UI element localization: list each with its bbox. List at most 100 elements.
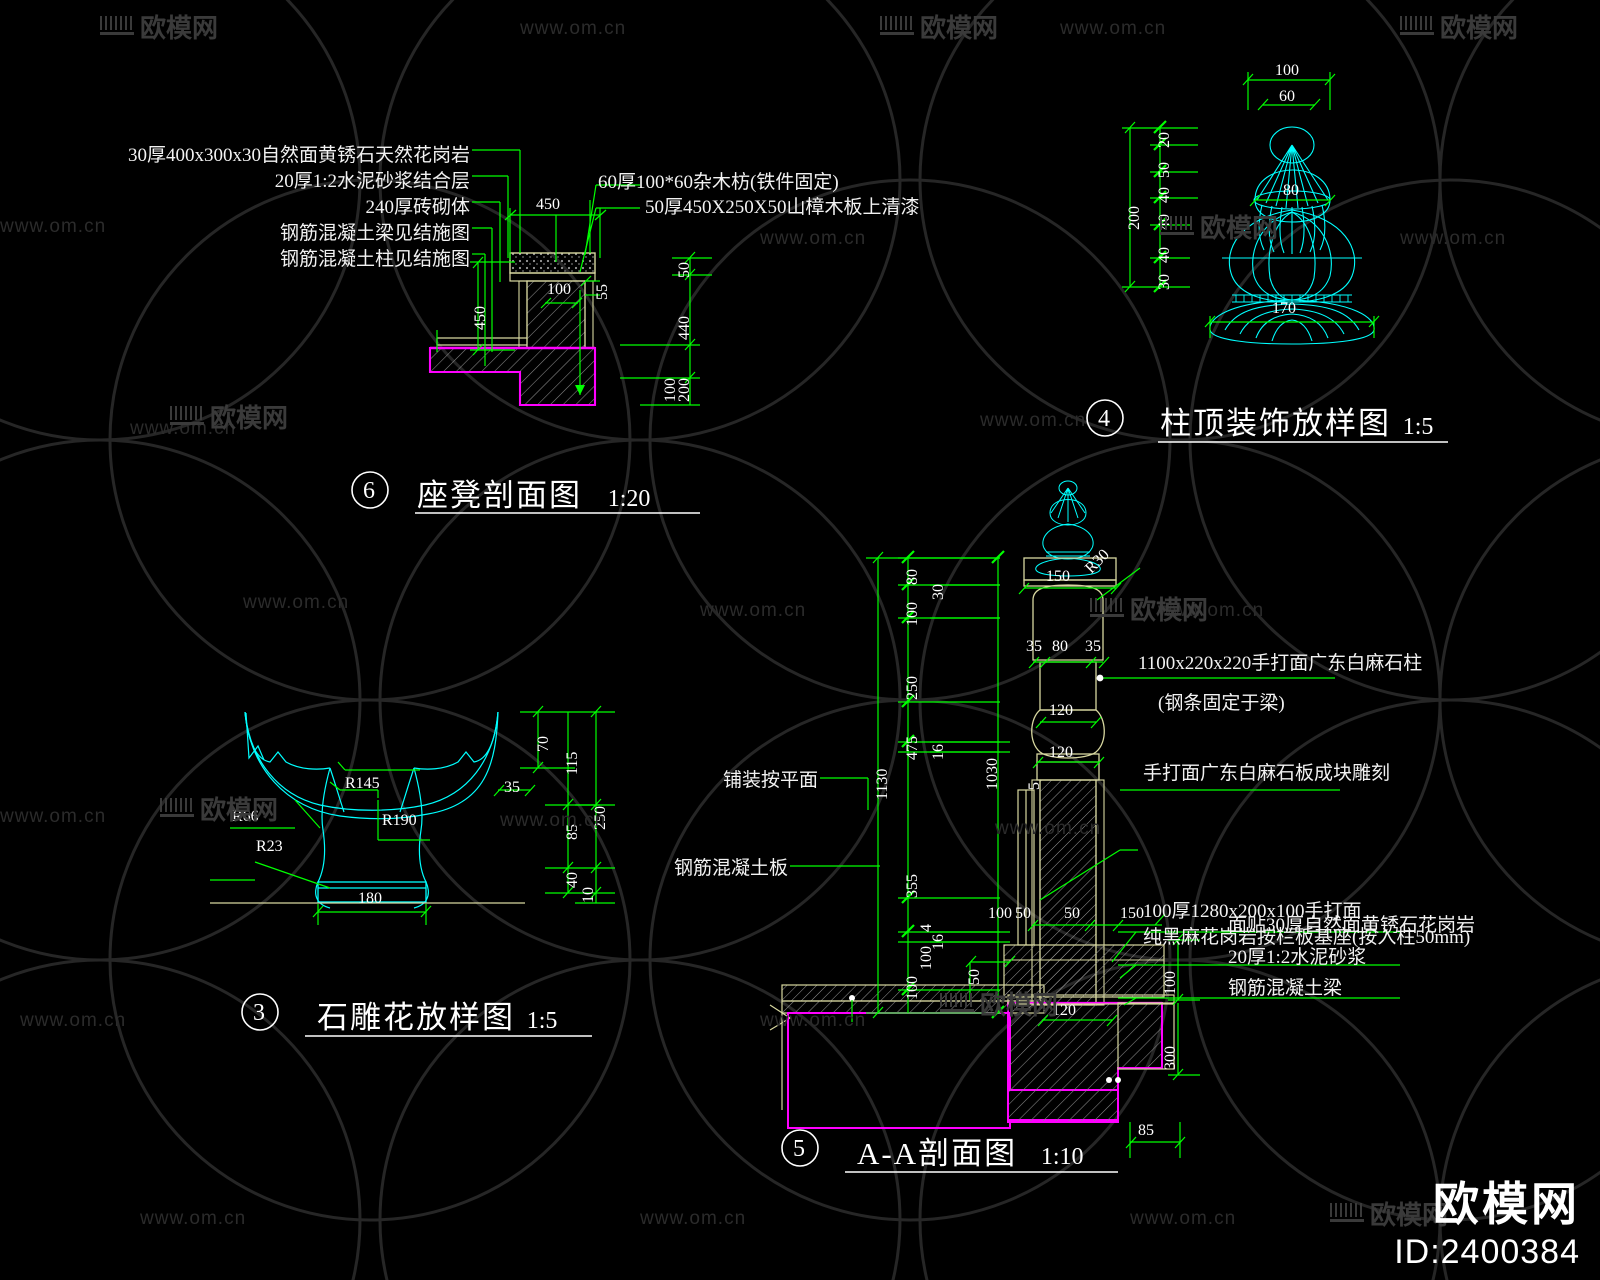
column-top-dim-170: 170: [1272, 300, 1296, 317]
stone-flower-dim-35: 35: [504, 779, 520, 796]
watermark-url-5: www.om.cn: [130, 418, 237, 439]
watermark-logo-text: 欧模网: [1200, 213, 1279, 243]
bench-icon: [1400, 15, 1434, 38]
bench-icon: [940, 992, 974, 1015]
watermark-logo-text: 欧模网: [1370, 1200, 1449, 1230]
watermark-url-15: www.om.cn: [140, 1208, 247, 1229]
aa-dim-base-50a: 50: [1015, 905, 1031, 922]
aa-note-finish-2: 20厚1:2水泥砂浆: [1228, 947, 1367, 968]
column-top-title-scale: 1:5: [1402, 414, 1434, 440]
aa-note-base-2: 纯黑麻花岗岩按栏板基座(按入柱50mm): [1143, 927, 1471, 948]
stone-flower-radius-leaders: [210, 761, 430, 889]
bench-section-title: 6 座凳剖面图 1:20: [351, 470, 650, 515]
bench-masonry-body: [518, 280, 594, 349]
stone-flower-r23: R23: [256, 838, 283, 855]
stone-flower-title: 3 石雕花放样图 1:5: [241, 992, 558, 1037]
aa-note-slab: 钢筋混凝土板: [673, 858, 788, 879]
watermark-logo-6: 欧模网: [160, 790, 278, 827]
aa-dim-base-100: 100: [988, 905, 1012, 922]
stone-flower-r66: R66: [232, 808, 259, 825]
callout-number-5: 5: [793, 1136, 807, 1162]
bench-title-text: 座凳剖面图: [417, 478, 582, 513]
bench-note-7: 50厚450X250X50山樟木板上清漆: [645, 197, 920, 218]
watermark-url-0: www.om.cn: [520, 18, 627, 39]
callout-circle-5: 5: [781, 1129, 819, 1167]
aa-note-steel-fix: (钢条固定于梁): [1158, 693, 1285, 714]
column-top-ornament: [1209, 126, 1375, 345]
aa-title-scale: 1:10: [1040, 1144, 1084, 1170]
watermark-logo-7: 欧模网: [940, 985, 1058, 1022]
aa-dim-base-50b: 50: [1064, 905, 1080, 922]
callout-circle-6: 6: [351, 471, 389, 509]
watermark-url-13: www.om.cn: [20, 1010, 127, 1031]
watermark-logo-text: 欧模网: [1440, 13, 1519, 43]
bench-note-5: 钢筋混凝土柱见结施图: [279, 249, 470, 270]
bench-note-6: 60厚100*60杂木枋(铁件固定): [598, 172, 839, 193]
watermark-url-12: www.om.cn: [995, 818, 1102, 839]
watermark-logo-text: 欧模网: [920, 13, 999, 43]
brand-name: 欧模网: [1433, 1178, 1580, 1230]
bench-note-1: 30厚400x300x30自然面黄锈石天然花岗岩: [127, 145, 470, 166]
bench-icon: [160, 797, 194, 820]
watermark-url-17: www.om.cn: [1130, 1208, 1237, 1229]
bench-dim-inner-width: 100: [547, 281, 571, 298]
aa-note-base-1: 100厚1280x200x100手打面: [1143, 901, 1362, 922]
bench-icon: [100, 15, 134, 38]
watermark-url-1: www.om.cn: [1060, 18, 1167, 39]
watermark-logo-text: 欧模网: [210, 403, 289, 433]
bench-icon: [1160, 215, 1194, 238]
watermark-url-4: www.om.cn: [1400, 228, 1507, 249]
bench-dim-top-width: 450: [536, 196, 560, 213]
aa-stone-panel: [1017, 789, 1035, 946]
callout-circle-4: 4: [1086, 399, 1124, 437]
bench-note-3: 240厚砖砌体: [365, 197, 470, 218]
column-top-title-text: 柱顶装饰放样图: [1160, 406, 1391, 441]
bench-leader-lines-left: [472, 149, 521, 366]
watermark-logo-2: 欧模网: [1400, 8, 1518, 45]
watermark-logo-text: 欧模网: [140, 13, 219, 43]
callout-number-4: 4: [1098, 406, 1112, 432]
aa-dim-col-150: 150: [1046, 568, 1070, 585]
watermark-url-9: www.om.cn: [1158, 600, 1265, 621]
bench-icon: [1330, 1202, 1364, 1225]
watermark-logo-3: 欧模网: [1160, 208, 1278, 245]
stone-flower-title-scale: 1:5: [526, 1008, 558, 1034]
aa-note-stone-column: 1100x220x220手打面广东白麻石柱: [1138, 653, 1423, 674]
bench-concrete-beam: [428, 346, 597, 407]
callout-circle-3: 3: [241, 993, 279, 1031]
watermark-logo-text: 欧模网: [1130, 595, 1209, 625]
bench-icon: [170, 405, 204, 428]
bench-icon: [1090, 597, 1124, 620]
aa-note-finish-1: 面贴30厚自然面黄锈石花岗岩: [1228, 915, 1476, 936]
aa-pier-cap: [1023, 557, 1117, 661]
aa-title-text: A-A剖面图: [857, 1136, 1018, 1171]
bench-dimension-lines: [436, 200, 712, 406]
aa-leader-lines-left: [790, 777, 880, 867]
stone-flower-title-text: 石雕花放样图: [317, 1000, 515, 1035]
brand-id: ID:2400384: [1394, 1233, 1580, 1271]
bench-note-4: 钢筋混凝土梁见结施图: [279, 223, 470, 244]
aa-note-finish-3: 钢筋混凝土梁: [1228, 978, 1343, 999]
column-top-dim-60: 60: [1279, 88, 1295, 105]
aa-note-paving: 铺装按平面: [722, 770, 818, 791]
watermark-logo-5: 欧模网: [1090, 590, 1208, 627]
watermark-logo-1: 欧模网: [880, 8, 998, 45]
watermark-logo-4: 欧模网: [170, 398, 288, 435]
stone-flower-dim-180: 180: [358, 890, 382, 907]
stone-flower-r190: R190: [382, 812, 417, 829]
column-top-dim-80: 80: [1283, 182, 1299, 199]
watermark-logo-8: 欧模网: [1330, 1195, 1448, 1232]
column-top-dim-100: 100: [1275, 62, 1299, 79]
aa-leader-lines-right: [1039, 674, 1400, 1006]
watermark-url-6: www.om.cn: [980, 410, 1087, 431]
aa-dim-base-85: 85: [1138, 1122, 1154, 1139]
